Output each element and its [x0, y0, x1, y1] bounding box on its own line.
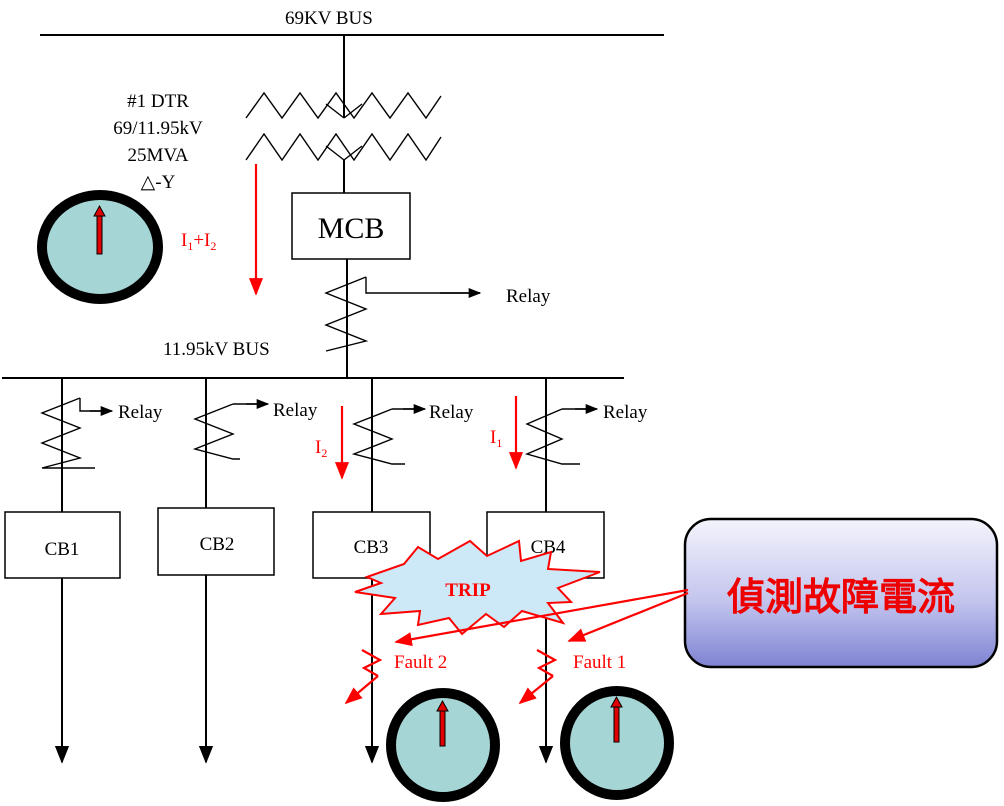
fault-2-mark — [344, 649, 383, 705]
trip-label: TRIP — [445, 580, 491, 601]
cb1-label: CB1 — [45, 539, 80, 560]
fault-1-mark — [518, 649, 558, 705]
transformer-name: #1 DTR — [127, 91, 189, 112]
feeder-2-relay-label: Relay — [273, 400, 318, 421]
feeder-4-relay-label: Relay — [603, 402, 648, 423]
i2-sub: 2 — [321, 446, 327, 460]
i1-sub: 1 — [496, 436, 502, 450]
i2-label: I2 — [315, 437, 327, 460]
cb2-label: CB2 — [200, 534, 235, 555]
sum-current-plus: +I — [193, 230, 210, 251]
transformer-symbol — [245, 91, 442, 162]
feeder-1-relay-label: Relay — [118, 402, 163, 423]
i1-label: I1 — [490, 427, 502, 450]
fault-1-label: Fault 1 — [573, 652, 626, 673]
transformer-ratio: 69/11.95kV — [113, 118, 203, 139]
sum-current-i1: I — [181, 230, 187, 251]
transformer-rating: 25MVA — [128, 145, 189, 166]
mcb-label: MCB — [318, 212, 385, 245]
transformer-connection: △-Y — [141, 172, 176, 193]
callout-box — [683, 517, 999, 669]
i1-main: I — [490, 427, 496, 448]
callout-pointer-to-cb3 — [394, 588, 689, 647]
fault-2-current-meter — [386, 688, 500, 802]
feeder-1 — [4, 378, 121, 764]
sum-current-label: I1+I2 — [181, 230, 216, 253]
feeder-3-relay-label: Relay — [429, 402, 474, 423]
hv-bus-label: 69KV BUS — [285, 8, 373, 29]
cb3-label: CB3 — [354, 537, 389, 558]
mcb-box — [291, 192, 411, 260]
callout-pointer-to-cb4 — [567, 591, 689, 643]
feeder-2 — [157, 378, 275, 764]
main-ct-symbol — [324, 276, 482, 352]
cb4-label: CB4 — [531, 537, 566, 558]
fault-2-label: Fault 2 — [394, 652, 447, 673]
lv-bus-label: 11.95kV BUS — [163, 339, 270, 360]
fault-1-current-meter — [560, 686, 674, 800]
i2-main: I — [315, 437, 321, 458]
callout-text: 偵測故障電流 — [726, 577, 955, 619]
main-current-meter — [37, 190, 163, 304]
trip-starburst — [354, 539, 601, 636]
sum-current-sub2: 2 — [210, 239, 216, 253]
main-relay-label: Relay — [506, 286, 551, 307]
sum-current-sub1: 1 — [187, 239, 193, 253]
